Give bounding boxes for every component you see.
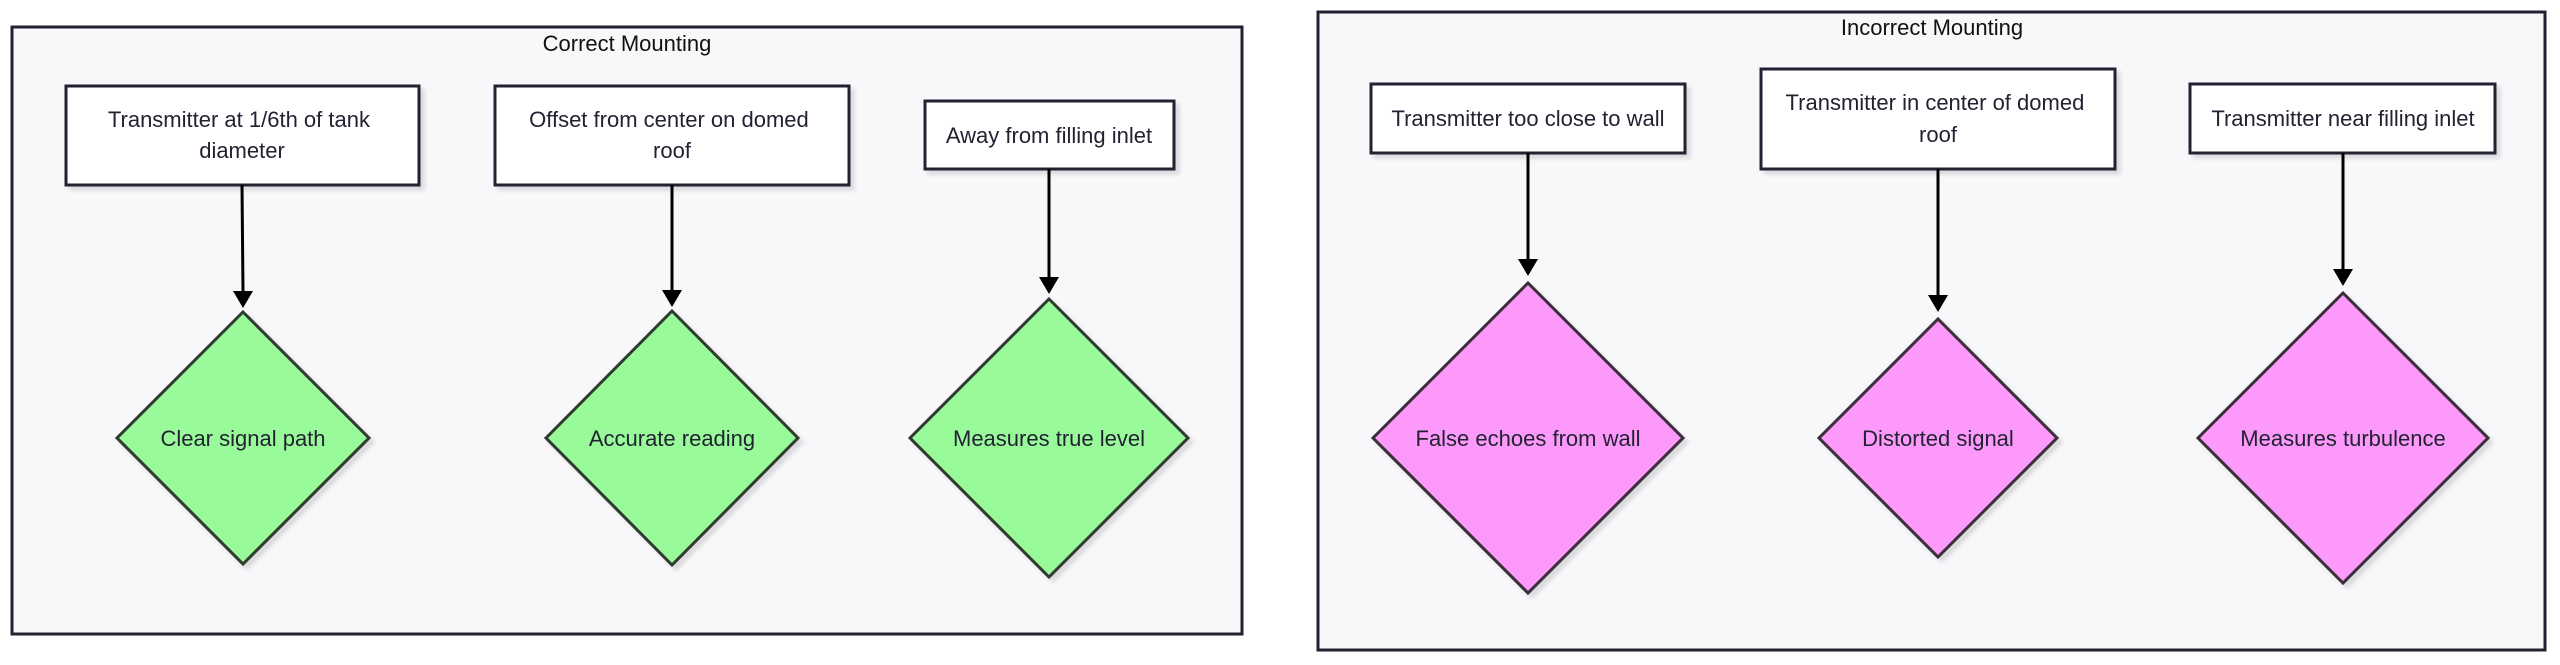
false-echoes-decision[interactable] bbox=[1370, 280, 1686, 596]
arrowhead-sixth-to-clear bbox=[233, 291, 253, 308]
accurate-reading-decision[interactable] bbox=[543, 308, 801, 568]
arrowhead-center-to-distorted bbox=[1928, 295, 1948, 312]
arrowhead-wall-to-false-echoes bbox=[1518, 259, 1538, 276]
arrowhead-offset-to-accurate bbox=[662, 290, 682, 307]
transmitter-sixth-diameter-line-2: diameter bbox=[199, 138, 285, 163]
measures-true-level-label: Measures true level bbox=[953, 426, 1145, 451]
center-of-domed-roof-label: Transmitter in center of domed roof bbox=[1786, 90, 2091, 147]
measures-turbulence-decision[interactable] bbox=[2195, 290, 2491, 586]
transmitter-sixth-diameter-node[interactable] bbox=[64, 84, 421, 187]
accurate-reading-label: Accurate reading bbox=[589, 426, 755, 451]
distorted-signal-decision[interactable] bbox=[1816, 316, 2060, 560]
edge-sixth-to-clear bbox=[240, 184, 245, 292]
incorrect-mounting-title: Incorrect Mounting bbox=[1841, 15, 2023, 40]
transmitter-sixth-diameter-label: Transmitter at 1/6th of tank diameter bbox=[108, 107, 376, 163]
measures-true-level-decision[interactable] bbox=[907, 296, 1191, 580]
away-from-filling-inlet-label: Away from filling inlet bbox=[946, 123, 1152, 148]
correct-mounting-title: Correct Mounting bbox=[543, 31, 712, 56]
arrowhead-away-to-true-level bbox=[1039, 277, 1059, 294]
too-close-to-wall-node[interactable] bbox=[1369, 82, 1687, 155]
incorrect-mounting-group: Incorrect Mounting Transmitter too close… bbox=[1316, 10, 2547, 652]
transmitter-sixth-diameter-line-1: Transmitter at 1/6th of tank bbox=[108, 107, 371, 132]
offset-center-line-1: Offset from center on domed bbox=[529, 107, 809, 132]
center-of-domed-roof-node[interactable] bbox=[1759, 67, 2117, 171]
clear-signal-path-label: Clear signal path bbox=[160, 426, 325, 451]
clear-signal-path-decision[interactable] bbox=[114, 309, 372, 567]
measures-turbulence-label: Measures turbulence bbox=[2240, 426, 2445, 451]
center-domed-line-1: Transmitter in center of domed bbox=[1786, 90, 2085, 115]
too-close-to-wall-label: Transmitter too close to wall bbox=[1391, 106, 1664, 131]
offset-center-line-2: roof bbox=[653, 138, 692, 163]
near-filling-inlet-node[interactable] bbox=[2188, 82, 2497, 155]
correct-mounting-group: Correct Mounting Transmitter at 1/6th of… bbox=[10, 25, 1244, 636]
center-domed-line-2: roof bbox=[1919, 122, 1958, 147]
near-filling-inlet-label: Transmitter near filling inlet bbox=[2211, 106, 2474, 131]
arrowhead-inlet-to-turbulence bbox=[2333, 269, 2353, 286]
distorted-signal-label: Distorted signal bbox=[1862, 426, 2014, 451]
offset-center-domed-roof-label: Offset from center on domed roof bbox=[529, 107, 815, 163]
offset-center-domed-roof-node[interactable] bbox=[493, 84, 851, 187]
false-echoes-label: False echoes from wall bbox=[1416, 426, 1641, 451]
